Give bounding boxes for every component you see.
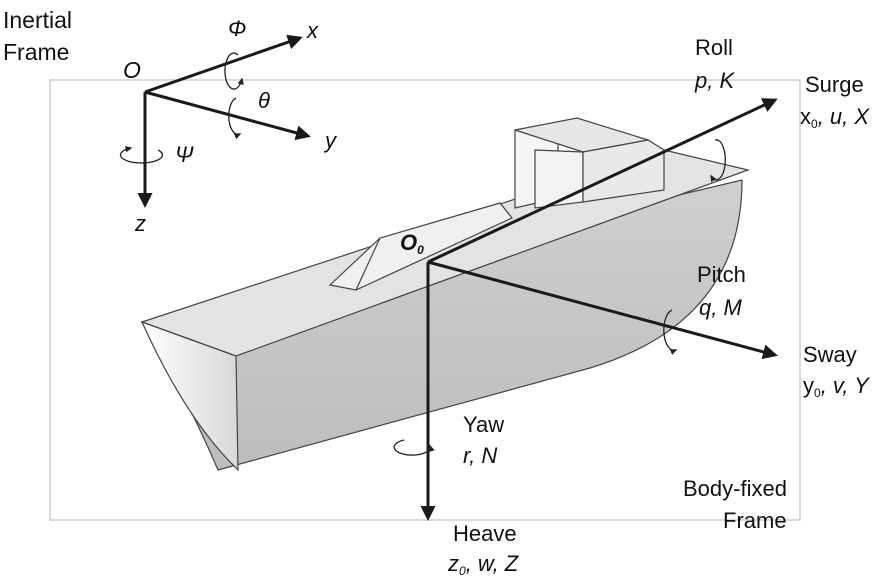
heave-symbols: z0, w, Z — [447, 551, 520, 578]
rotation-indicators — [119, 52, 726, 456]
roll-symbols: p, K — [694, 68, 735, 93]
sway-label: Sway — [803, 342, 857, 367]
theta-label: θ — [258, 88, 270, 113]
phi-rotation-icon — [224, 52, 244, 90]
inertial-x-axis — [144, 34, 303, 94]
body-frame-title-line2: Frame — [723, 508, 787, 533]
surge-symbols: x0, u, X — [800, 104, 870, 131]
z-axis-label: z — [134, 211, 146, 236]
body-frame-title-line1: Body-fixed — [683, 476, 787, 501]
ship-hull — [140, 117, 751, 472]
roll-rotation-icon — [710, 139, 726, 183]
inertial-axes — [137, 34, 311, 208]
yaw-label: Yaw — [463, 412, 504, 437]
y-axis-label: y — [323, 128, 338, 153]
surge-label: Surge — [805, 72, 864, 97]
heave-label: Heave — [453, 521, 517, 546]
body-origin-label: O0 — [400, 230, 424, 257]
sway-symbols: y0, v, Y — [803, 373, 870, 400]
phi-label: Φ — [228, 16, 246, 41]
surge-axis — [427, 98, 778, 264]
psi-rotation-icon — [119, 146, 164, 164]
yaw-rotation-icon — [393, 439, 435, 456]
pitch-rotation-icon — [663, 309, 678, 355]
roll-label: Roll — [695, 35, 733, 60]
pitch-symbols: q, M — [699, 295, 742, 320]
psi-label: Ψ — [175, 142, 194, 167]
deck-ramp — [328, 202, 513, 291]
inertial-origin-label: O — [123, 57, 141, 83]
pitch-label: Pitch — [697, 262, 746, 287]
yaw-symbols: r, N — [463, 443, 497, 468]
sway-axis — [427, 260, 778, 360]
theta-rotation-icon — [228, 97, 242, 140]
body-axes — [420, 98, 778, 521]
inertial-y-axis — [144, 90, 311, 141]
inertial-frame-title-line1: Inertial — [3, 7, 72, 33]
inertial-frame-title-line2: Frame — [3, 39, 69, 65]
x-axis-label: x — [306, 18, 319, 43]
hull-stern-face — [140, 320, 239, 472]
